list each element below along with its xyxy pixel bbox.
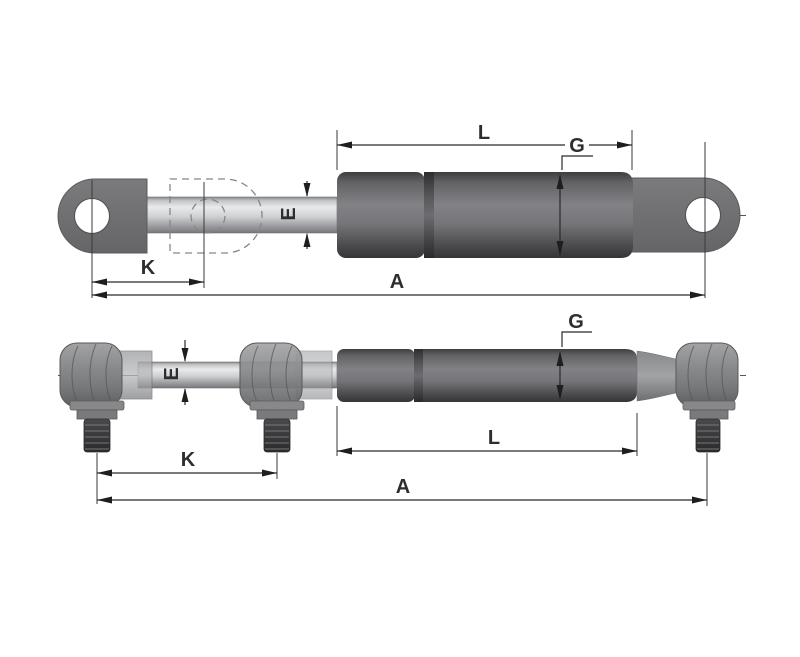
dimension-A-bottom: A — [97, 476, 707, 504]
arrowhead — [337, 447, 352, 455]
left-threaded-stud — [83, 418, 111, 453]
right-eyelet-hole-top — [685, 197, 721, 233]
right-ball-housing — [675, 342, 739, 408]
arrowhead — [92, 291, 107, 299]
piston-rod-top — [146, 196, 338, 234]
arrowhead — [690, 291, 705, 299]
dimension-G-bottom: G — [556, 311, 592, 400]
dimension-label-K-bottom: K — [181, 449, 196, 471]
dimension-label-A-bottom: A — [396, 476, 410, 498]
bottom-view-gas-spring-ball-joints: E G L K — [58, 311, 746, 506]
arrowhead — [189, 278, 204, 286]
cylinder-body-top — [337, 172, 741, 258]
right-eyelet-top — [629, 177, 741, 253]
dimension-label-K-top: K — [141, 257, 156, 279]
middle-threaded-stud — [263, 418, 291, 453]
middle-ball-housing — [239, 342, 303, 408]
extended-stroke-eyelet-dashed — [169, 178, 263, 288]
arrowhead — [692, 496, 707, 504]
arrowhead — [97, 496, 112, 504]
middle-ball-nut — [256, 409, 298, 420]
dimension-label-G-top: G — [569, 135, 585, 157]
right-ball-joint — [675, 342, 739, 506]
dimension-E-top: E — [278, 181, 311, 249]
arrowhead — [262, 469, 277, 477]
dimension-label-E-top: E — [278, 207, 300, 220]
cylinder-main-section-top — [434, 172, 633, 258]
right-ball-nut — [689, 409, 729, 420]
arrowhead — [556, 385, 564, 400]
arrowhead — [181, 388, 189, 402]
arrowhead — [303, 233, 311, 247]
dimension-label-G-bottom: G — [568, 311, 584, 333]
middle-ball-joint — [239, 342, 333, 479]
arrowhead — [556, 174, 564, 189]
arrowhead — [556, 241, 564, 256]
cylinder-ring-bottom — [414, 349, 423, 402]
arrowhead — [181, 348, 189, 362]
dimension-L-bottom: L — [336, 406, 638, 456]
dimension-K-top: K — [92, 257, 204, 286]
ghost-eyelet-outline — [169, 178, 263, 254]
arrowhead — [617, 141, 632, 149]
right-threaded-stud — [695, 418, 721, 453]
dimension-label-L-bottom: L — [488, 427, 500, 449]
dimension-G-top: G — [556, 132, 593, 256]
ghost-eyelet-hole — [190, 198, 226, 234]
middle-ball-washer — [249, 400, 305, 411]
cylinder-front-section-bottom — [337, 349, 415, 402]
left-ball-nut — [76, 409, 118, 420]
dimension-A-top: A — [92, 271, 705, 299]
top-view-gas-spring-eyelets: L G E K — [57, 122, 746, 299]
left-ball-joint — [59, 342, 153, 504]
label-mask — [565, 132, 589, 155]
rod-taper-neck — [636, 350, 677, 402]
dimension-K-bottom: K — [97, 449, 277, 477]
arrowhead — [556, 351, 564, 366]
cylinder-main-section-bottom — [423, 349, 637, 402]
arrowhead — [303, 183, 311, 197]
cylinder-ring-top — [424, 172, 434, 258]
arrowhead — [622, 447, 637, 455]
dimension-label-E-bottom: E — [161, 367, 183, 380]
dimension-label-L-top: L — [478, 122, 490, 144]
dimension-label-A-top: A — [390, 271, 404, 293]
left-ball-housing — [59, 342, 123, 408]
arrowhead — [337, 141, 352, 149]
right-ball-washer — [682, 400, 736, 411]
arrowhead — [97, 469, 112, 477]
left-ball-washer — [69, 400, 125, 411]
cylinder-body-bottom — [337, 349, 677, 402]
arrowhead — [92, 278, 107, 286]
dimension-E-bottom: E — [161, 340, 189, 405]
cylinder-front-section-top — [337, 172, 425, 258]
